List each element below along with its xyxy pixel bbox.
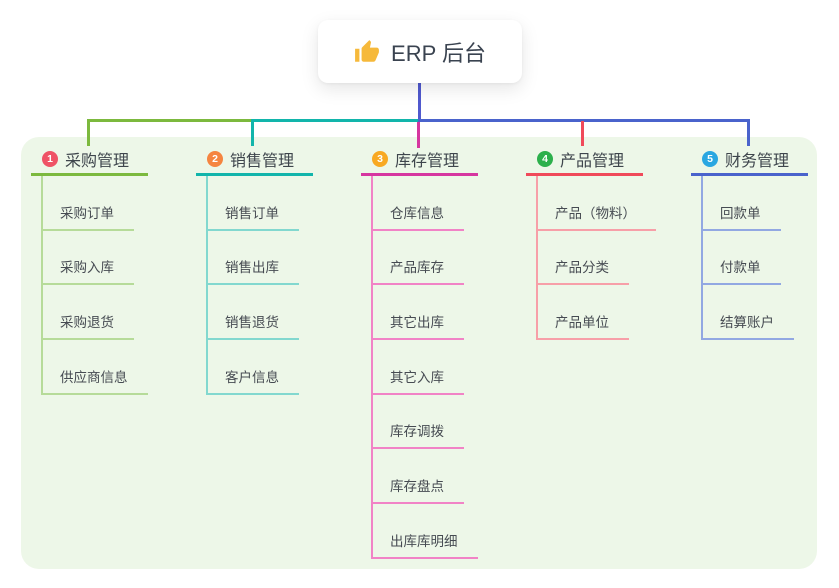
branch-children: 产品（物料） 产品分类产品单位 [536,176,656,341]
child-label: 库存盘点 [373,475,464,505]
child-item[interactable]: 客户信息 [208,340,299,395]
branch-number-badge: 1 [42,151,58,167]
branch-children: 仓库信息产品库存其它出库其它入库库存调拨库存盘点出库库明细 [371,176,478,559]
branch-number-badge: 4 [537,151,553,167]
child-item[interactable]: 库存调拨 [373,395,478,450]
branch-title[interactable]: 3 库存管理 [361,145,478,176]
branch: 1 采购管理 采购订单采购入库采购退货供应商信息 [31,145,148,395]
child-item[interactable]: 其它入库 [373,340,478,395]
root-connector-line [418,83,421,119]
child-item[interactable]: 产品库存 [373,231,478,286]
root-label: ERP 后台 [391,40,486,66]
branch-number-badge: 3 [372,151,388,167]
child-item[interactable]: 采购退货 [43,285,148,341]
child-label: 供应商信息 [43,366,148,395]
branch-number-badge: 5 [702,151,718,167]
branch: 3 库存管理 仓库信息产品库存其它出库其它入库库存调拨库存盘点出库库明细 [361,145,478,559]
drop-line-green [87,119,90,146]
child-item[interactable]: 采购入库 [43,231,148,286]
child-label: 付款单 [703,256,781,286]
branch-title-label: 财务管理 [725,153,790,170]
child-item[interactable]: 出库库明细 [373,504,478,559]
child-label: 销售退货 [208,311,299,341]
child-item[interactable]: 产品分类 [538,231,656,286]
child-label: 仓库信息 [373,202,464,231]
child-label: 销售出库 [208,256,299,286]
branch-title-label: 采购管理 [65,153,130,170]
branch-title[interactable]: 1 采购管理 [31,145,148,176]
child-item[interactable]: 仓库信息 [373,176,478,231]
branch-title-label: 库存管理 [395,153,460,170]
child-item[interactable]: 结算账户 [703,285,794,341]
thumbs-up-path [355,39,379,62]
child-item[interactable]: 产品（物料） [538,176,656,231]
child-label: 其它入库 [373,366,464,395]
branch: 5 财务管理 回款单付款单结算账户 [691,145,808,341]
child-item[interactable]: 采购订单 [43,176,148,231]
branch-title[interactable]: 4 产品管理 [526,145,643,176]
child-label: 其它出库 [373,311,464,341]
branch-title-label: 销售管理 [230,153,295,170]
child-label: 回款单 [703,202,781,231]
child-item[interactable]: 销售退货 [208,285,299,341]
child-label: 产品单位 [538,311,629,341]
child-item[interactable]: 付款单 [703,231,794,286]
bus-line-blue [418,119,750,122]
drop-line-magenta [417,122,420,148]
branch-children: 销售订单销售出库销售退货客户信息 [206,176,299,395]
branch-children: 采购订单采购入库采购退货供应商信息 [41,176,148,395]
child-item[interactable]: 销售出库 [208,231,299,286]
branches-panel [21,137,817,569]
child-label: 库存调拨 [373,420,464,450]
drop-line-blue [747,119,750,146]
bus-line-teal [251,119,418,122]
child-item[interactable]: 其它出库 [373,285,478,341]
child-item[interactable]: 库存盘点 [373,449,478,505]
drop-line-red [581,121,584,146]
child-label: 出库库明细 [373,530,478,559]
child-item[interactable]: 产品单位 [538,285,656,341]
drop-line-teal [251,119,254,146]
branch-title[interactable]: 5 财务管理 [691,145,808,176]
child-label: 采购入库 [43,256,134,286]
child-item[interactable]: 供应商信息 [43,340,148,395]
branch-title-label: 产品管理 [560,153,625,170]
branch-children: 回款单付款单结算账户 [701,176,794,341]
child-item[interactable]: 回款单 [703,176,794,231]
child-label: 客户信息 [208,366,299,395]
branch-title[interactable]: 2 销售管理 [196,145,313,176]
child-item[interactable]: 销售订单 [208,176,299,231]
child-label: 采购订单 [43,202,134,231]
branch: 4 产品管理 产品（物料） 产品分类产品单位 [526,145,656,341]
child-label: 结算账户 [703,311,794,341]
bus-line-green [87,119,251,122]
child-label: 产品分类 [538,256,629,286]
child-label: 销售订单 [208,202,299,231]
branch: 2 销售管理 销售订单销售出库销售退货客户信息 [196,145,313,395]
root-node[interactable]: ERP 后台 [318,20,522,83]
child-label: 产品（物料） [538,202,656,231]
child-label: 采购退货 [43,311,134,341]
child-label: 产品库存 [373,256,464,286]
thumbs-up-icon [354,39,380,65]
branch-number-badge: 2 [207,151,223,167]
